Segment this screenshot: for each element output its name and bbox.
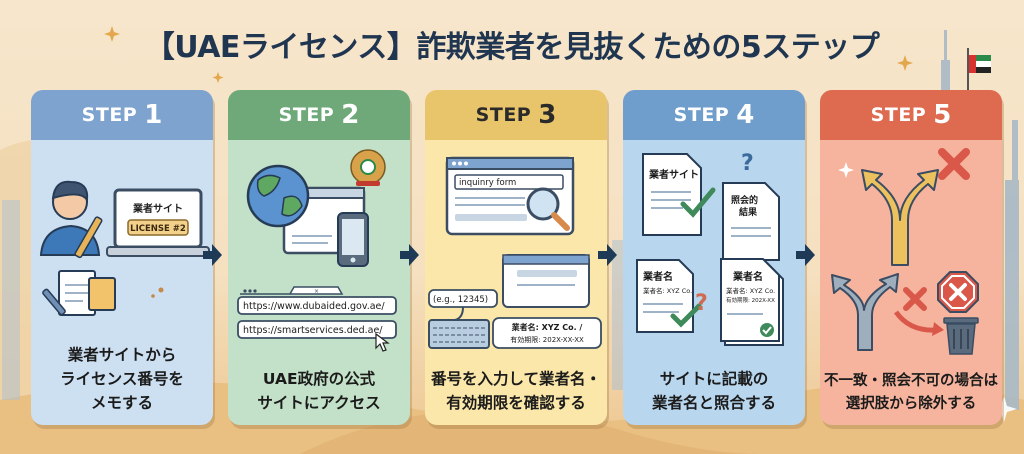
step-card-2: STEP 2: [228, 90, 410, 425]
url-dubaided: https://www.dubaided.gov.ae/: [243, 301, 385, 312]
smartphone-icon: [337, 212, 369, 267]
x-mark-icon: [938, 148, 970, 180]
trash-can-icon: [943, 317, 979, 355]
redirect-arrow-icon: [893, 310, 939, 333]
step-header-5: STEP 5: [820, 90, 1002, 140]
tab-close-icon: ×: [314, 288, 319, 295]
url-field-2: https://smartservices.ded.ae/: [237, 320, 397, 339]
step-header-4: STEP 4: [623, 90, 805, 140]
url-field-1: https://www.dubaided.gov.ae/: [237, 296, 397, 315]
browser-tab-bar: ×: [240, 286, 344, 295]
url-smartservices: https://smartservices.ded.ae/: [243, 325, 383, 336]
description-line: UAE政府の公式: [262, 369, 376, 388]
stop-sign-icon: [937, 271, 979, 313]
description-line: サイトに記載の: [659, 369, 769, 388]
uae-emblem-icon: [350, 149, 386, 186]
doc-result-subtitle: 結果: [739, 206, 758, 218]
question-mark-red-icon: ?: [695, 291, 708, 316]
result-window: [502, 254, 590, 308]
arrow-right-icon: [203, 244, 222, 266]
person-icon: [39, 180, 101, 256]
arrow-right-icon: [400, 244, 419, 266]
step-card-3: STEP 3 inquinry form: [425, 90, 607, 425]
doc-record-title: 業者名: [732, 270, 763, 283]
example-number: (e.g., 12345): [433, 295, 488, 305]
keyboard-icon: [428, 319, 490, 349]
step-description-5: 不一致・照会不可の場合は 選択肢から除外する: [824, 370, 998, 415]
description-line: ライセンス番号を: [60, 369, 184, 388]
description-line: 不一致・照会不可の場合は: [824, 373, 998, 390]
description-line: 業者名と照合する: [651, 393, 776, 412]
step3-illustration: inquinry form (e.g., 12345): [428, 156, 602, 349]
description-line: サイトにアクセス: [257, 393, 381, 412]
result-expiry: 有効期限: 202X-XX-XX: [510, 335, 584, 344]
doc-company-line: 業者名: XYZ Co.: [643, 286, 692, 295]
pen-icon: [74, 216, 103, 259]
fork-arrow-gray-icon: [831, 273, 899, 351]
step-description-3: 番号を入力して業者名・ 有効期限を確認する: [429, 367, 603, 415]
step1-illustration: 業者サイト LICENSE #2: [39, 180, 210, 316]
step-card-4: STEP 4 業者サイト ? 照会的 結果 業者名: [623, 90, 805, 425]
fork-arrow-yellow-icon: [861, 169, 939, 266]
step-label: STEP: [81, 104, 138, 126]
step5-illustration: [831, 148, 979, 355]
description-line: メモする: [90, 393, 153, 412]
doc-record-expiry: 有効期限: 202X-XX: [726, 296, 775, 304]
step-number: 4: [736, 100, 755, 130]
description-line: 選択肢から除外する: [845, 395, 977, 412]
magnifier-icon: [526, 187, 570, 231]
doc-site-title: 業者サイト: [648, 168, 699, 181]
step-label: STEP: [673, 104, 730, 126]
step-header-3: STEP 3: [425, 90, 607, 140]
x-mark-small-icon: [903, 287, 927, 311]
step4-illustration: 業者サイト ? 照会的 結果 業者名 業者名: XYZ Co.: [636, 151, 784, 346]
step-label: STEP: [278, 104, 335, 126]
result-company: 業者名: XYZ Co. /: [511, 322, 583, 332]
cursor-icon: [375, 332, 390, 352]
step-number: 3: [538, 100, 557, 130]
step-card-5: STEP 5: [820, 90, 1002, 425]
document-inquiry-result: 照会的 結果: [722, 182, 780, 261]
arrow-right-icon: [598, 244, 617, 266]
step-label: STEP: [475, 104, 532, 126]
globe-icon: [246, 164, 310, 228]
example-input-bubble: (e.g., 12345): [428, 289, 498, 308]
doc-result-title: 照会的: [731, 194, 758, 206]
sparkle-icon: [838, 162, 854, 178]
step-number: 1: [144, 100, 163, 130]
document-company-name: 業者名 業者名: XYZ Co.: [636, 259, 702, 333]
step-card-1: STEP 1 業者サイト LICENSE #2: [31, 90, 213, 425]
step-description-2: UAE政府の公式 サイトにアクセス: [232, 367, 406, 415]
step-label: STEP: [870, 104, 927, 126]
arrow-right-icon: [796, 244, 815, 266]
license-badge: LICENSE #2: [130, 224, 186, 234]
doc-record-company: 業者名: XYZ Co.: [726, 286, 775, 295]
step-description-1: 業者サイトから ライセンス番号を メモする: [35, 343, 209, 415]
doc-company-title: 業者名: [642, 270, 673, 283]
laptop-site-label: 業者サイト: [132, 202, 183, 215]
step-number: 5: [933, 100, 952, 130]
uae-flag: [967, 48, 991, 93]
laptop-icon: 業者サイト LICENSE #2: [106, 188, 210, 257]
inquiry-form-field: inquinry form: [459, 178, 516, 188]
question-mark-icon: ?: [741, 151, 754, 176]
step-description-4: サイトに記載の 業者名と照合する: [627, 367, 801, 415]
page-title: 【UAEライセンス】詐欺業者を見抜くための5ステップ: [144, 30, 880, 65]
step-header-1: STEP 1: [31, 90, 213, 140]
description-line: 業者サイトから: [67, 345, 177, 364]
document-site: 業者サイト: [642, 153, 716, 236]
notepad-icon: [42, 270, 116, 316]
description-line: 番号を入力して業者名・: [430, 369, 602, 388]
step-header-2: STEP 2: [228, 90, 410, 140]
step-number: 2: [341, 100, 360, 130]
document-company-record: 業者名 業者名: XYZ Co. 有効期限: 202X-XX: [720, 258, 784, 346]
description-line: 有効期限を確認する: [446, 393, 586, 412]
result-bubble: 業者名: XYZ Co. / 有効期限: 202X-XX-XX: [492, 317, 602, 349]
step2-illustration: × https://www.dubaided.gov.ae/ https://s…: [237, 149, 397, 352]
